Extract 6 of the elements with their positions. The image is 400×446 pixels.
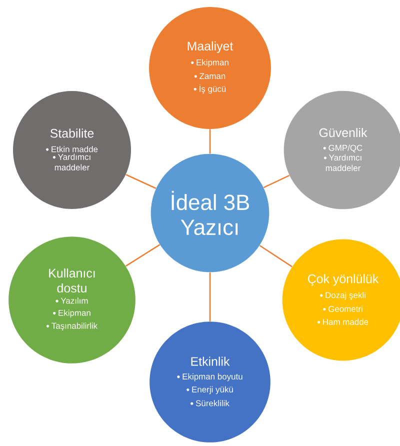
connector-line [263, 174, 290, 188]
connector-line [125, 244, 160, 267]
connector-line [259, 244, 292, 268]
connector-line [209, 129, 211, 154]
connector-line [126, 174, 156, 189]
connector-line [209, 272, 211, 322]
